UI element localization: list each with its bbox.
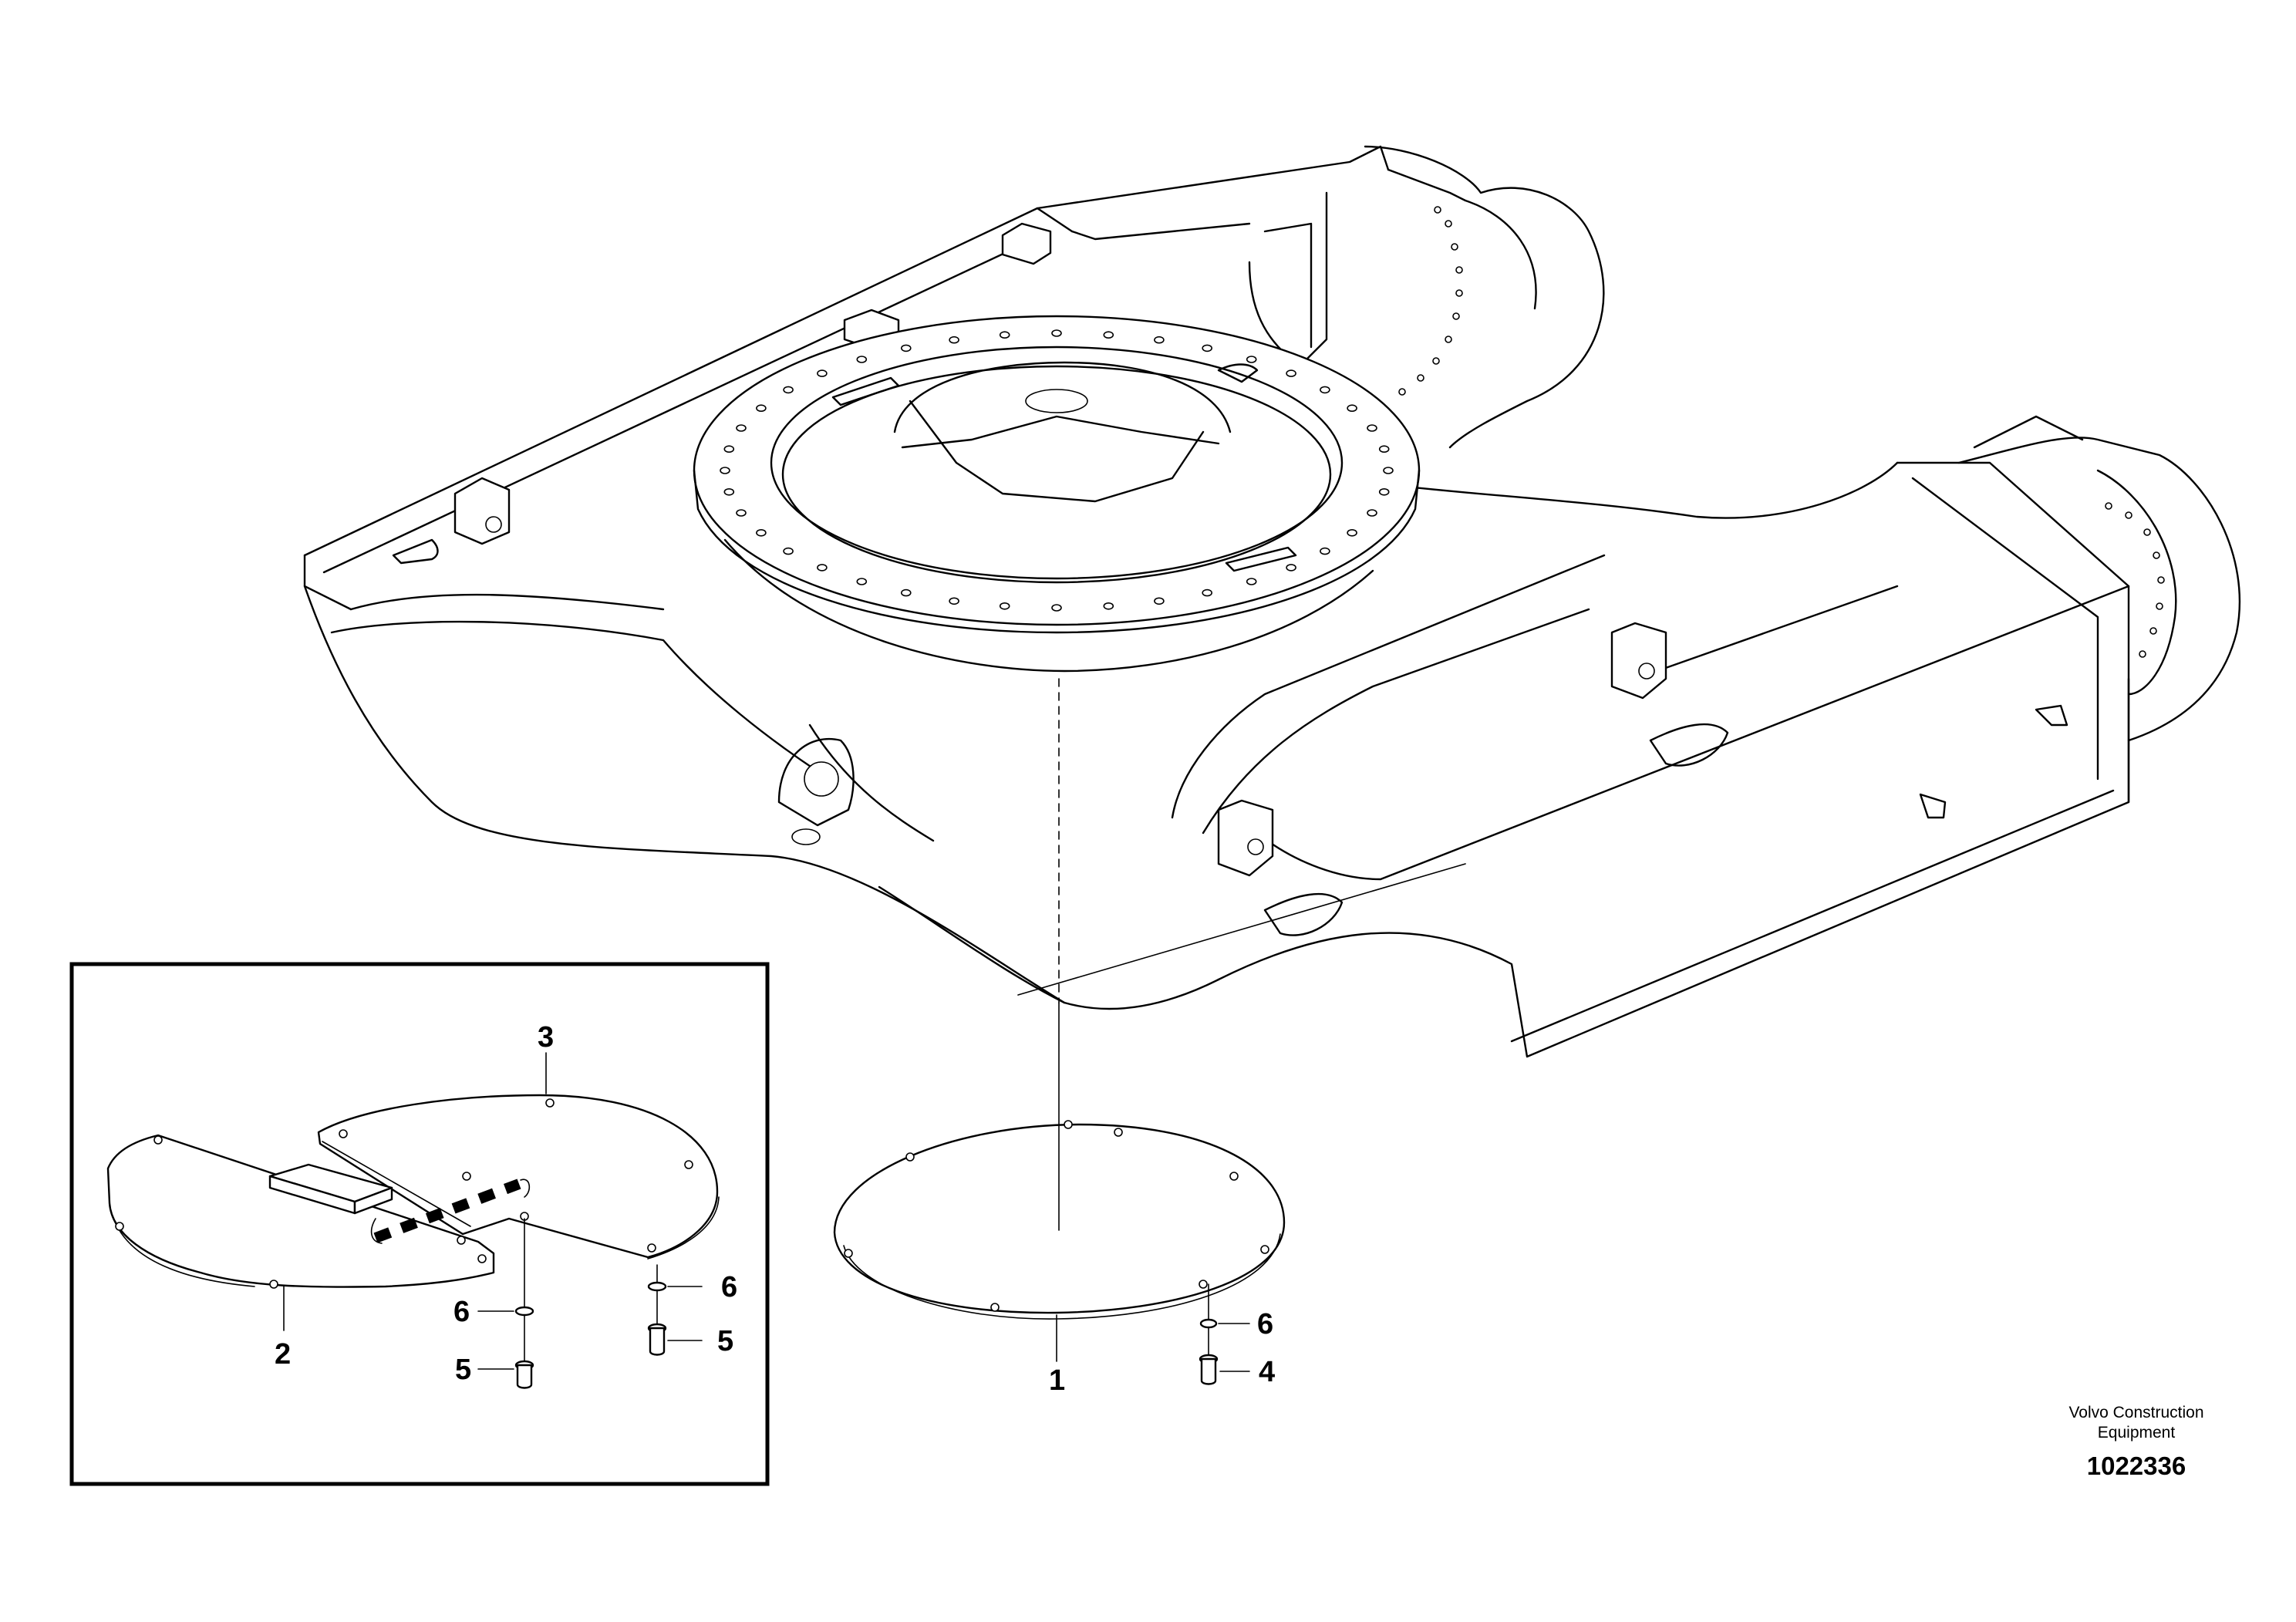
ring-bolt-hole: [720, 467, 730, 474]
callout-6-right: 6: [721, 1271, 737, 1303]
ring-bolt-hole: [1286, 564, 1296, 572]
ring-bolt-hole: [1154, 336, 1165, 344]
ring-bolt-hole: [1246, 356, 1257, 363]
ring-bolt-hole: [856, 578, 868, 585]
pin-boss: [777, 737, 855, 845]
ring-bolt-hole: [901, 588, 912, 597]
callout-1: 1: [1049, 1364, 1065, 1397]
ring-bolt-hole: [1383, 467, 1394, 474]
ring-bolt-hole: [1051, 329, 1062, 337]
ring-bolt-hole: [1202, 344, 1212, 352]
washer-6-main: [1199, 1283, 1218, 1358]
callout-6-main: 6: [1257, 1308, 1273, 1340]
frame-cutouts: [392, 538, 1729, 936]
bolt-4: [1199, 1354, 1219, 1385]
ring-bolt-hole: [756, 528, 767, 537]
ring-bolt-hole: [1367, 509, 1377, 517]
callout-3: 3: [538, 1021, 554, 1054]
cover-plate-3: [317, 1094, 720, 1259]
ring-bolt-hole: [783, 547, 794, 555]
ring-bolt-hole: [756, 404, 767, 413]
ring-bolt-hole: [1320, 547, 1330, 555]
ring-bolt-hole: [949, 336, 959, 344]
detail-inset: 6 5 6 5 3 2: [69, 962, 770, 1486]
bolt-5-right: [647, 1323, 667, 1356]
ring-bolt-hole: [1286, 369, 1296, 377]
ring-bolt-hole: [1378, 487, 1390, 496]
callout-4: 4: [1259, 1356, 1275, 1388]
callout-2: 2: [275, 1338, 291, 1371]
ring-bolt-hole: [723, 445, 735, 454]
callout-5-left: 5: [455, 1354, 471, 1386]
ring-bolt-hole: [783, 386, 794, 394]
callout-6-left: 6: [453, 1296, 470, 1328]
ring-bolt-hole: [856, 356, 868, 363]
swing-ring-bolt-holes: [720, 329, 1394, 612]
ring-bolt-hole: [999, 331, 1010, 339]
ring-bolt-hole: [736, 509, 747, 517]
joint-strip: [268, 1163, 393, 1215]
ring-bolt-hole: [949, 597, 959, 605]
ring-bolt-hole: [1103, 331, 1114, 339]
bolt-5-left: [514, 1360, 534, 1389]
ring-bolt-hole: [1347, 528, 1357, 537]
ring-bolt-hole: [1246, 578, 1257, 585]
washer-6-right: [647, 1281, 667, 1292]
ring-bolt-hole: [1154, 597, 1165, 605]
ring-bolt-hole: [817, 369, 828, 377]
callout-5-right: 5: [717, 1325, 733, 1357]
ring-bolt-hole: [1367, 424, 1377, 432]
ring-bolt-hole: [901, 344, 912, 352]
illustration-number: 1022336: [2087, 1452, 2186, 1480]
undercarriage-frame: [303, 145, 2241, 1231]
ring-bolt-hole: [1103, 602, 1114, 610]
publisher-name-line2: Equipment: [2098, 1424, 2176, 1442]
ring-bolt-hole: [1320, 386, 1330, 394]
ring-bolt-hole: [999, 602, 1010, 610]
ring-bolt-hole: [736, 424, 747, 432]
publisher-name-line1: Volvo Construction: [2068, 1404, 2203, 1421]
swing-bearing-ring: [693, 315, 1421, 673]
ring-bolt-hole: [1051, 604, 1062, 612]
track-guard-lugs: [453, 222, 2068, 877]
washer-6-left: [514, 1306, 534, 1317]
ring-bolt-hole: [1202, 588, 1212, 597]
ring-bolt-hole: [817, 564, 828, 572]
front-idler-bolt-holes: [2105, 502, 2165, 658]
publisher-block: Volvo Construction Equipment 1022336: [2068, 1404, 2203, 1480]
ring-bolt-hole: [723, 487, 735, 496]
rear-idler-bolt-holes: [1398, 206, 1463, 396]
cover-plate-2: [106, 1134, 495, 1289]
ring-bolt-hole: [1378, 445, 1390, 454]
cover-plate-1: [833, 1120, 1286, 1362]
ring-bolt-hole: [1347, 404, 1357, 413]
